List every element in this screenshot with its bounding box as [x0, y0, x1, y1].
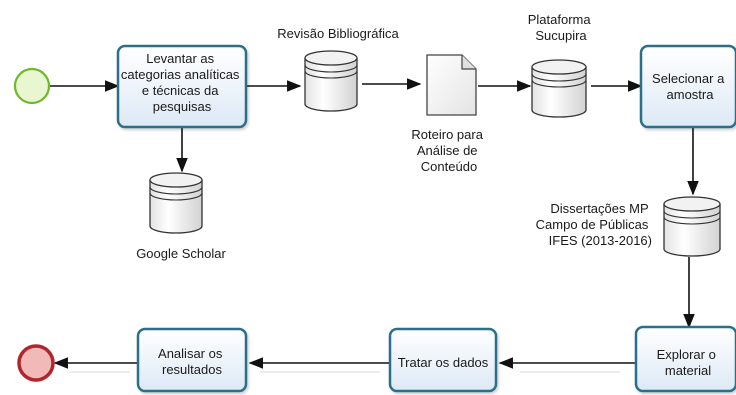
task-analisar-label: Analisar os resultados — [158, 346, 226, 377]
task-selecionar-line: Selecionar a — [652, 71, 725, 86]
document-roteiro-label: Roteiro para Análise de Conteúdo — [411, 127, 486, 174]
task-explorar-line: Explorar o — [657, 347, 716, 362]
task-selecionar-label: Selecionar a amostra — [652, 71, 728, 102]
datastore-dissertacoes-line: IFES (2013-2016) — [549, 233, 652, 248]
datastore-revisao-icon[interactable] — [304, 50, 358, 112]
document-roteiro-line: Roteiro para — [411, 127, 483, 142]
datastore-dissertacoes-line: Dissertações MP — [550, 201, 648, 216]
document-roteiro-icon[interactable] — [426, 54, 477, 116]
task-explorar-line: material — [665, 363, 711, 378]
datastore-google-icon[interactable] — [149, 172, 203, 234]
task-analisar-line: resultados — [162, 362, 222, 377]
datastore-google-label: Google Scholar — [136, 246, 226, 261]
datastore-revisao-line: Revisão Bibliográfica — [277, 26, 399, 41]
start-event[interactable] — [13, 67, 51, 105]
task-levantar-line: pesquisas — [153, 99, 212, 114]
datastore-plataforma-line: Sucupira — [535, 28, 587, 43]
task-explorar[interactable] — [634, 325, 736, 393]
datastore-revisao-label: Revisão Bibliográfica — [277, 26, 399, 41]
datastore-dissertacoes-line: Campo de Públicas — [536, 217, 649, 232]
end-event[interactable] — [17, 344, 55, 382]
datastore-dissertacoes-label: Dissertações MP Campo de Públicas IFES (… — [536, 201, 652, 248]
task-selecionar-line: amostra — [667, 87, 715, 102]
document-roteiro-line: Análise de — [417, 143, 478, 158]
task-levantar-line: categorias analíticas — [121, 67, 240, 82]
task-levantar[interactable] — [116, 44, 248, 129]
datastore-plataforma-icon[interactable] — [531, 59, 587, 118]
document-roteiro-line: Conteúdo — [421, 159, 477, 174]
task-explorar-label: Explorar o material — [657, 347, 720, 378]
datastore-plataforma-label: Plataforma Sucupira — [528, 12, 595, 43]
task-analisar-line: Analisar os — [158, 346, 223, 361]
task-tratar[interactable] — [388, 327, 498, 393]
task-analisar[interactable] — [136, 327, 248, 393]
task-levantar-line: Levantar as — [146, 51, 214, 66]
datastore-plataforma-line: Plataforma — [528, 12, 592, 27]
task-selecionar[interactable] — [639, 44, 736, 129]
task-levantar-line: e técnicas da — [142, 83, 219, 98]
datastore-dissertacoes-icon[interactable] — [663, 196, 721, 257]
task-levantar-label: Levantar as categorias analíticas e técn… — [121, 51, 243, 114]
task-tratar-line: Tratar os dados — [398, 355, 489, 370]
task-tratar-label: Tratar os dados — [398, 355, 489, 370]
datastore-google-line: Google Scholar — [136, 246, 226, 261]
